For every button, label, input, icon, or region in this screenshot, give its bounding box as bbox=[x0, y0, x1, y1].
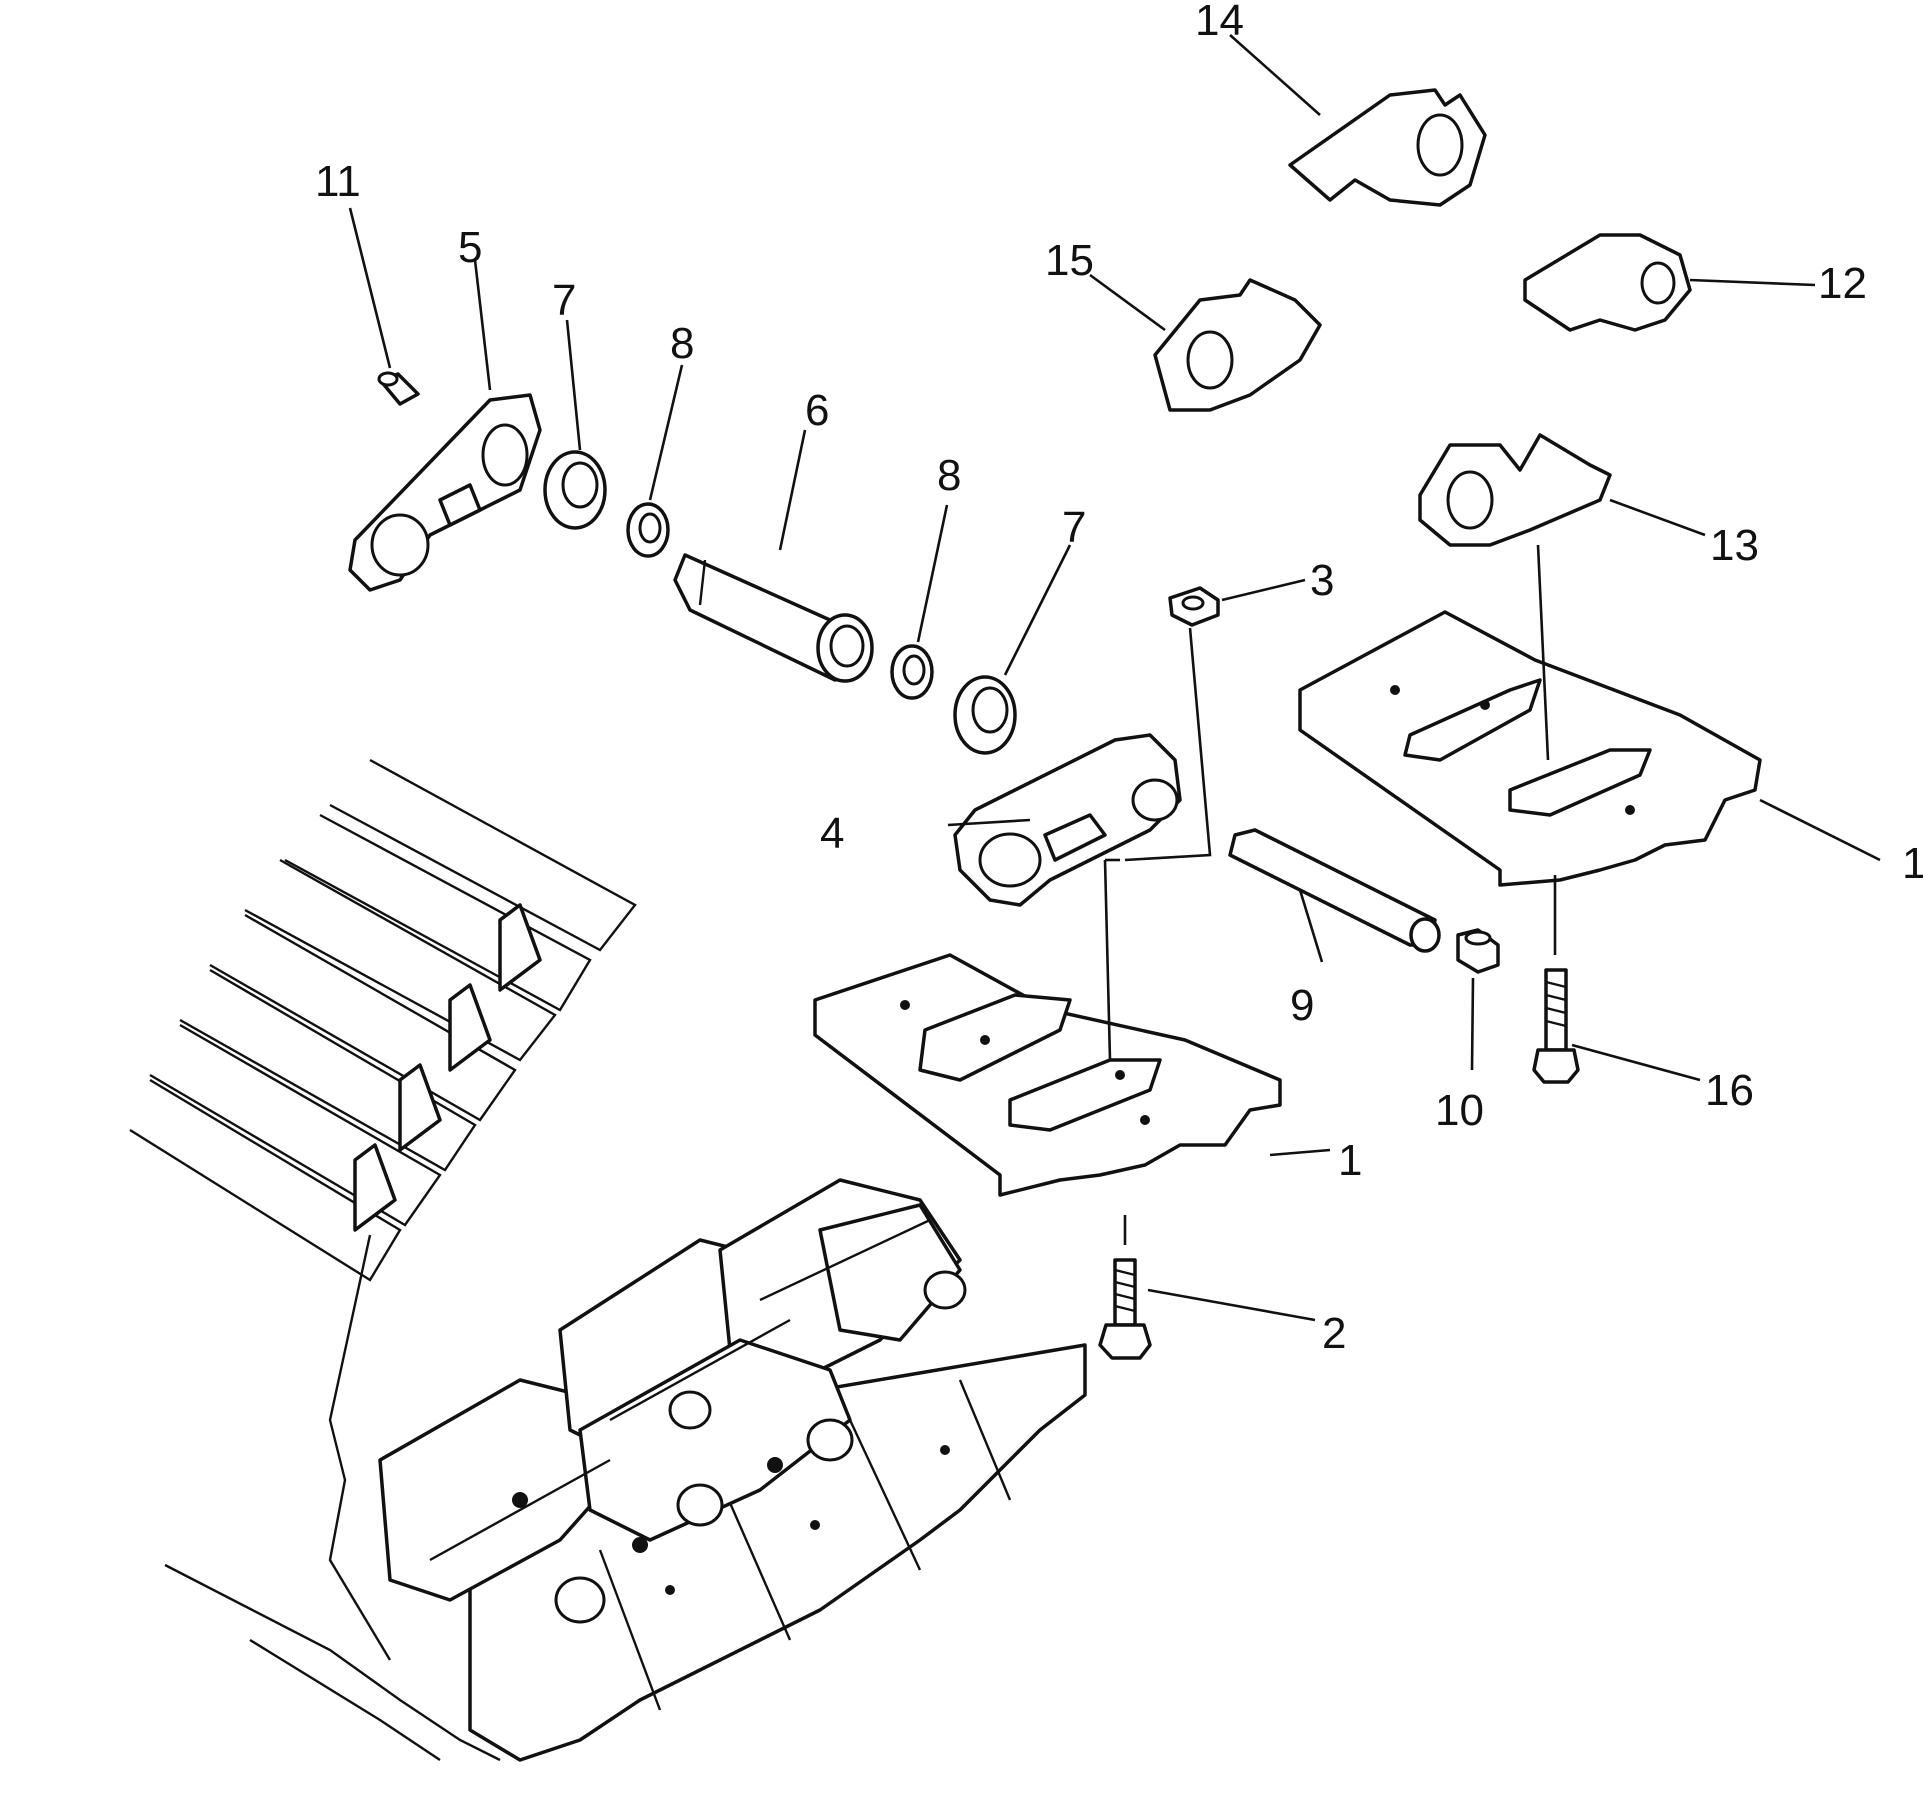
callout-6: 6 bbox=[805, 386, 829, 435]
callout-16: 16 bbox=[1705, 1066, 1754, 1115]
part-7-seal-left bbox=[543, 450, 607, 530]
part-8-ring-left bbox=[626, 502, 670, 558]
callout-8-left: 8 bbox=[670, 319, 694, 368]
part-14-link-half bbox=[1288, 88, 1487, 207]
part-11-plug bbox=[377, 371, 420, 406]
part-15-link-half bbox=[1153, 278, 1322, 412]
part-1-track-shoe-left bbox=[813, 953, 1282, 1197]
callout-3: 3 bbox=[1310, 556, 1334, 605]
callout-2: 2 bbox=[1322, 1309, 1346, 1358]
track-shoe-outlines bbox=[129, 758, 637, 1762]
track-shoes-lower bbox=[468, 1343, 1087, 1762]
assembled-track-illustration bbox=[129, 758, 1087, 1762]
callout-4: 4 bbox=[820, 809, 844, 858]
part-13-link-half bbox=[1418, 433, 1612, 761]
leader-lines bbox=[348, 34, 1881, 1322]
callout-14: 14 bbox=[1195, 0, 1244, 45]
chain-links bbox=[378, 1178, 967, 1624]
callout-9: 9 bbox=[1290, 981, 1314, 1030]
part-1-track-shoe-right bbox=[1298, 610, 1762, 887]
part-5-link bbox=[348, 393, 542, 592]
callout-11: 11 bbox=[315, 157, 361, 206]
part-7-seal-right bbox=[953, 675, 1017, 755]
callout-1-right: 1 bbox=[1902, 839, 1923, 888]
part-2-bolt bbox=[1098, 1215, 1152, 1360]
part-10-collar bbox=[1456, 928, 1500, 974]
callout-10: 10 bbox=[1435, 1086, 1484, 1135]
callout-7-right: 7 bbox=[1062, 503, 1086, 552]
part-16-bolt bbox=[1532, 875, 1580, 1084]
callout-5: 5 bbox=[458, 223, 482, 272]
callout-8-right: 8 bbox=[937, 451, 961, 500]
part-12-link-half bbox=[1523, 233, 1692, 332]
callout-7-left: 7 bbox=[552, 276, 576, 325]
callout-13: 13 bbox=[1710, 521, 1759, 570]
part-6-pin bbox=[673, 553, 874, 683]
callout-12: 12 bbox=[1818, 259, 1867, 308]
callout-1-left: 1 bbox=[1338, 1136, 1362, 1185]
part-8-ring-right bbox=[890, 644, 934, 700]
callout-15: 15 bbox=[1045, 236, 1094, 285]
part-4-link bbox=[953, 733, 1182, 1061]
part-9-pin bbox=[1228, 828, 1441, 953]
part-3-nut bbox=[1105, 586, 1220, 862]
callout-labels: 1 1 2 3 4 5 6 7 7 8 8 9 10 11 12 13 14 1… bbox=[315, 0, 1923, 1358]
